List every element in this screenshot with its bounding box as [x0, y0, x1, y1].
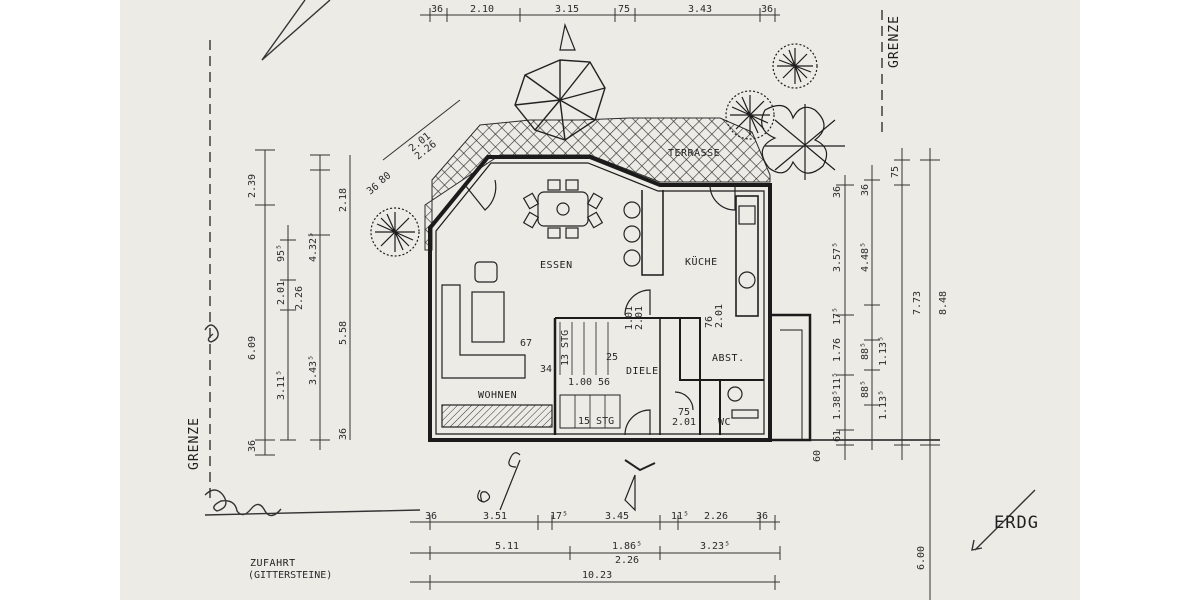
- dim-rb-4: 88⁵: [860, 380, 871, 398]
- dim-top-3: 75: [618, 4, 630, 15]
- building-walls: [428, 155, 940, 442]
- dim-rc-2: 8.48: [938, 291, 949, 315]
- terrace-lattice: [424, 117, 771, 251]
- dim-rs-1: 17⁵: [832, 307, 843, 325]
- grenze-left: GRENZE: [187, 417, 202, 470]
- dim-li-2: 95⁵: [276, 244, 287, 262]
- dim-li-4: 2.26: [294, 286, 305, 310]
- dim-rc-0: 75: [890, 166, 901, 178]
- dim-diag-3: 36: [365, 181, 381, 197]
- dim-door-4: 75: [678, 407, 690, 418]
- dim-top-1: 2.10: [470, 4, 494, 15]
- dim-ra-1: 1.76: [832, 338, 843, 362]
- dim-b1-6: 36: [756, 511, 768, 522]
- dim-lo-2: 36: [247, 440, 258, 452]
- dim-door-5: 2.01: [672, 417, 696, 428]
- dim-door-1: 2.01: [634, 306, 645, 330]
- dim-rs-3: 36: [860, 184, 871, 196]
- dim-stair-0: 67: [520, 338, 532, 349]
- dim-b1-2: 17⁵: [550, 511, 568, 522]
- dimension-lines: [255, 8, 940, 600]
- erdg-label: ERDG: [994, 513, 1039, 533]
- dim-b1-1: 3.51: [483, 511, 507, 522]
- plan-sheet: ESSEN KÜCHE WOHNEN DIELE ABST. WC TERRAS…: [120, 0, 1080, 600]
- dim-b2-2: 3.23⁵: [700, 541, 730, 552]
- dim-diag-2: 80: [377, 170, 393, 186]
- dim-b2-0: 5.11: [495, 541, 519, 552]
- dim-ra-2: 1.38⁵: [832, 390, 843, 420]
- dim-rs-2: 11⁵: [832, 372, 843, 390]
- dim-top-5: 36: [761, 4, 773, 15]
- dim-door-2: 76: [704, 316, 715, 328]
- dim-lm-0: 2.18: [338, 188, 349, 212]
- dimension-texts: 36 2.10 3.15 75 3.43 36 36 3.51 17⁵ 3.45…: [247, 4, 949, 581]
- dim-top-4: 3.43: [688, 4, 712, 15]
- dim-b1-5: 2.26: [704, 511, 728, 522]
- dim-ra-3: 61: [832, 430, 843, 442]
- grenze-right: GRENZE: [887, 15, 902, 68]
- room-abst: ABST.: [712, 353, 745, 364]
- stairs-15-label: 15 STG: [578, 416, 614, 427]
- zufahrt-label: ZUFAHRT: [250, 558, 296, 569]
- property-boundaries: [204, 0, 1036, 551]
- dim-bottom-total: 10.23: [582, 570, 612, 581]
- dim-li-0: 4.32⁵: [308, 232, 319, 262]
- dim-lo-0: 2.39: [247, 174, 258, 198]
- dim-stair-4: 34: [540, 364, 552, 375]
- dim-door-3: 2.01: [714, 304, 725, 328]
- dim-b1-3: 3.45: [605, 511, 629, 522]
- parasol: [514, 59, 606, 141]
- room-labels: ESSEN KÜCHE WOHNEN DIELE ABST. WC TERRAS…: [478, 148, 745, 428]
- dim-rb-2: 1.13⁵: [878, 390, 889, 420]
- dim-stair-2: 1.00: [568, 377, 592, 388]
- dim-ra-4: 60: [812, 450, 823, 462]
- dim-rc-3: 6.00: [916, 546, 927, 570]
- dim-lm-1: 5.58: [338, 321, 349, 345]
- room-kueche: KÜCHE: [685, 255, 718, 268]
- dim-stair-3: 56: [598, 377, 610, 388]
- dim-b1-4: 11⁵: [671, 511, 689, 522]
- room-terrasse: TERRASSE: [668, 148, 720, 159]
- dim-lm-2: 36: [338, 428, 349, 440]
- dim-rb-0: 4.48⁵: [860, 242, 871, 272]
- dim-li-3: 2.01: [276, 281, 287, 305]
- dim-rb-1: 1.13⁵: [878, 336, 889, 366]
- dim-b2-1: 1.86⁵: [612, 541, 642, 552]
- room-essen: ESSEN: [540, 260, 573, 271]
- dim-lo-1: 6.09: [247, 336, 258, 360]
- room-wc: WC: [718, 417, 731, 428]
- dim-li-1: 3.43⁵: [308, 355, 319, 385]
- dim-stair-1: 25: [606, 352, 618, 363]
- dim-rs-0: 36: [832, 186, 843, 198]
- dim-rc-1: 7.73: [912, 291, 923, 315]
- floor-plan-drawing: ESSEN KÜCHE WOHNEN DIELE ABST. WC TERRAS…: [187, 0, 1039, 600]
- dim-ra-0: 3.57⁵: [832, 242, 843, 272]
- dim-li-5: 3.11⁵: [276, 370, 287, 400]
- dim-door-0: 1.01: [624, 306, 635, 330]
- room-wohnen: WOHNEN: [478, 390, 517, 401]
- furniture: [441, 22, 759, 512]
- site-annotations: GRENZE GRENZE ZUFAHRT (GITTERSTEINE) ERD…: [187, 15, 1039, 581]
- stairs-13-label: 13 STG: [560, 330, 571, 366]
- dim-top-2: 3.15: [555, 4, 579, 15]
- dim-top-0: 36: [431, 4, 443, 15]
- dim-b1-0: 36: [425, 511, 437, 522]
- room-diele: DIELE: [626, 366, 659, 377]
- dim-b2-3: 2.26: [615, 555, 639, 566]
- dim-rb-3: 88⁵: [860, 342, 871, 360]
- gittersteine-label: (GITTERSTEINE): [248, 570, 332, 581]
- trees: [370, 43, 845, 257]
